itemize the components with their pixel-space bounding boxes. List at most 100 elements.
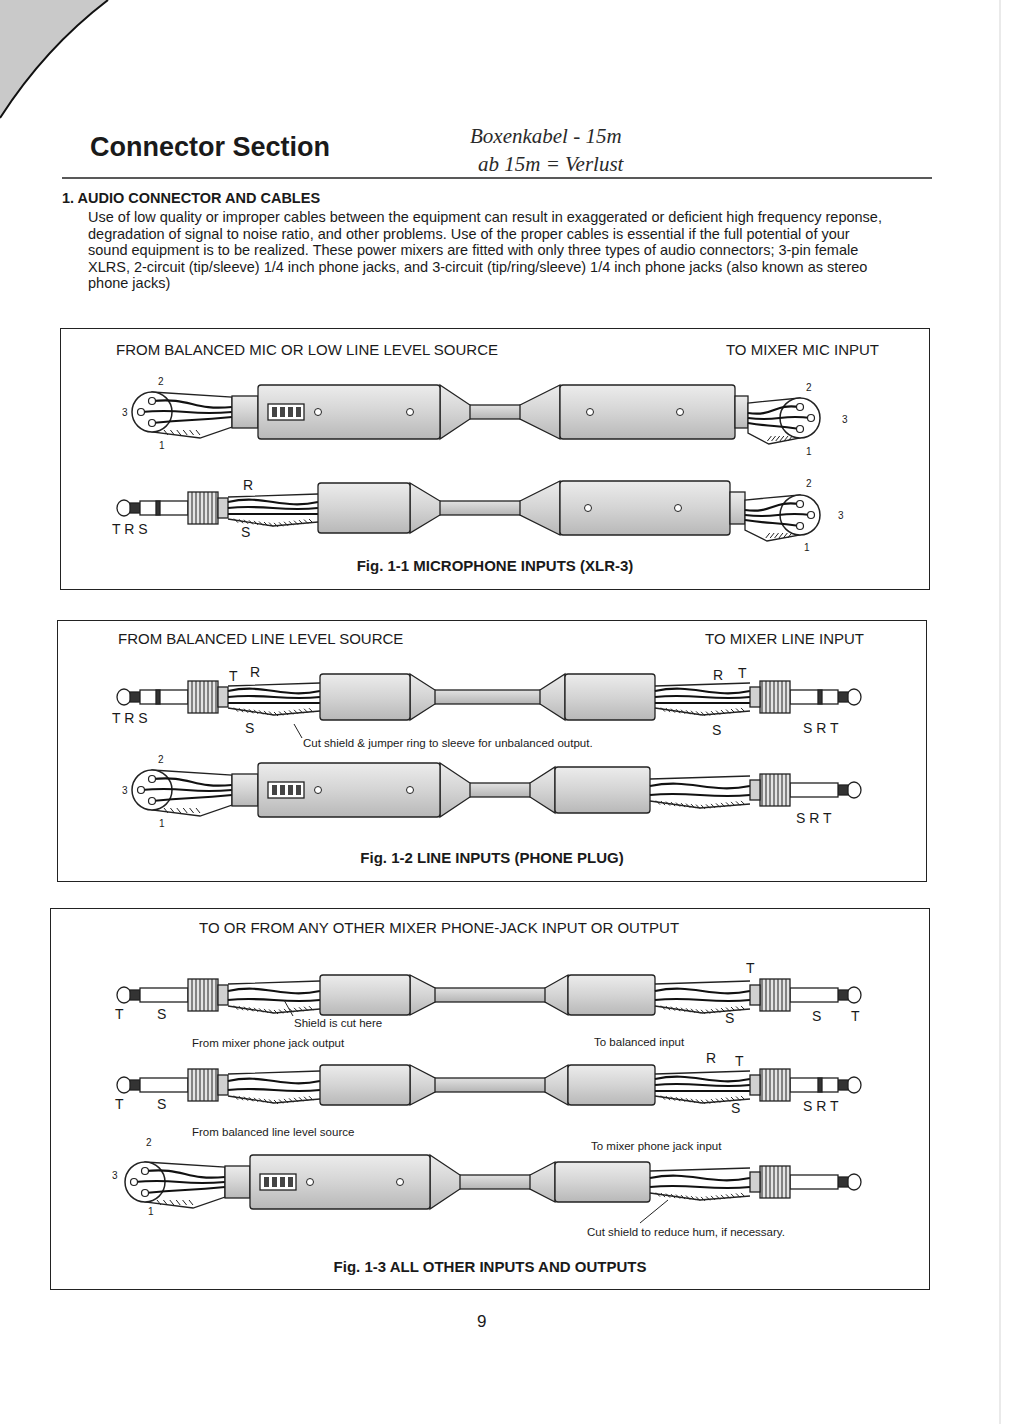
- collar-thread: [786, 681, 787, 713]
- pin-number: 3: [838, 510, 844, 522]
- xlr-pin: [149, 798, 156, 805]
- shield-hatch: [239, 1006, 243, 1010]
- shield-hatch: [706, 804, 710, 808]
- wire: [228, 507, 318, 509]
- collar-thread: [766, 979, 767, 1011]
- connector-neck: [225, 1166, 250, 1198]
- shield-hatch: [254, 1098, 258, 1102]
- plug-collar: [760, 681, 790, 713]
- shield-hatch: [721, 1008, 725, 1012]
- shield-hatch: [254, 1008, 258, 1012]
- shield-hatch: [249, 520, 253, 524]
- cable: [465, 405, 525, 419]
- shield-hatch: [299, 709, 303, 713]
- collar-thread: [766, 1166, 767, 1198]
- shield-hatch: [279, 1099, 283, 1103]
- plug-tip: [847, 1174, 861, 1190]
- shield-hatch: [234, 519, 238, 523]
- shield-hatch: [706, 712, 710, 716]
- shield-hatch: [239, 708, 243, 712]
- wire: [228, 689, 320, 694]
- shield-hatch: [701, 712, 705, 716]
- plug-insulator: [130, 990, 140, 1000]
- plug-insulator: [838, 1080, 848, 1090]
- shield-hatch: [264, 711, 268, 715]
- screw-hole: [675, 505, 682, 512]
- shield-hatch: [731, 802, 735, 806]
- plug-shaft: [140, 1078, 188, 1092]
- shield-hatch: [661, 801, 665, 805]
- wiring-note: From balanced line level source: [192, 1126, 354, 1139]
- shield-hatch: [163, 1200, 167, 1205]
- shield-hatch: [170, 1200, 174, 1205]
- plug-neck: [750, 687, 760, 707]
- pin-number: 3: [122, 785, 128, 797]
- pin-number: 1: [804, 542, 810, 554]
- shield-hatch: [676, 709, 680, 713]
- shield-hatch: [736, 801, 740, 805]
- wire: [228, 696, 320, 698]
- plug-collar: [760, 1166, 790, 1198]
- wire: [152, 795, 232, 801]
- plug-collar: [188, 1069, 218, 1101]
- shield-hatch: [244, 1097, 248, 1101]
- shield-hatch: [783, 533, 787, 538]
- xlr-pin: [138, 409, 145, 416]
- cable-taper: [520, 385, 560, 439]
- shield-hatch: [249, 1007, 253, 1011]
- ring-insulator: [156, 501, 160, 515]
- connector-body: [250, 1155, 430, 1209]
- shield-hatch: [304, 520, 308, 524]
- cable-taper: [440, 385, 470, 439]
- cutaway-outline: [655, 981, 750, 1013]
- pin-number: 2: [806, 382, 812, 394]
- plug-collar: [760, 774, 790, 806]
- phone-plug: [750, 774, 861, 806]
- phone-plug: [117, 1069, 228, 1101]
- screw-hole: [677, 409, 684, 416]
- shield-hatch: [299, 1007, 303, 1011]
- shield-hatch: [716, 803, 720, 807]
- collar-thread: [770, 979, 771, 1011]
- shield-hatch: [711, 804, 715, 808]
- collar-thread: [778, 774, 779, 806]
- plug-neck: [218, 1075, 228, 1095]
- shield-hatch: [691, 804, 695, 808]
- wire: [655, 999, 750, 1001]
- connector-body: [320, 1065, 410, 1105]
- latch-rib: [288, 407, 293, 417]
- collar-thread: [208, 979, 209, 1011]
- wire: [228, 989, 320, 994]
- shield-hatch: [274, 1010, 278, 1014]
- plug-neck: [218, 498, 228, 518]
- shield-hatch: [731, 709, 735, 713]
- cable-taper: [530, 1162, 555, 1202]
- latch-button: [268, 404, 304, 420]
- collar-thread: [766, 774, 767, 806]
- xlr-pin: [797, 426, 804, 433]
- shield-hatch: [269, 711, 273, 715]
- collar-thread: [786, 979, 787, 1011]
- pin-number: 3: [112, 1170, 118, 1182]
- connector-body: [560, 481, 730, 535]
- screw-hole: [397, 1179, 404, 1186]
- wire: [145, 1187, 225, 1193]
- contact-letter: R: [250, 664, 260, 680]
- shield-hatch: [259, 521, 263, 525]
- plug-collar: [188, 681, 218, 713]
- wire: [745, 503, 800, 510]
- collar-thread: [216, 681, 217, 713]
- wire: [650, 794, 750, 796]
- wire: [228, 1089, 320, 1091]
- cable-taper: [545, 975, 568, 1015]
- shield-hatch: [681, 1008, 685, 1012]
- plug-insulator: [838, 990, 848, 1000]
- collar-thread: [192, 1069, 193, 1101]
- scan-fold-edge: [0, 0, 108, 118]
- plug-insulator: [838, 785, 848, 795]
- shield-hatch: [304, 1007, 308, 1011]
- latch-rib: [296, 407, 301, 417]
- handwritten-note: Boxenkabel - 15m: [470, 124, 622, 148]
- shield-hatch: [284, 1009, 288, 1013]
